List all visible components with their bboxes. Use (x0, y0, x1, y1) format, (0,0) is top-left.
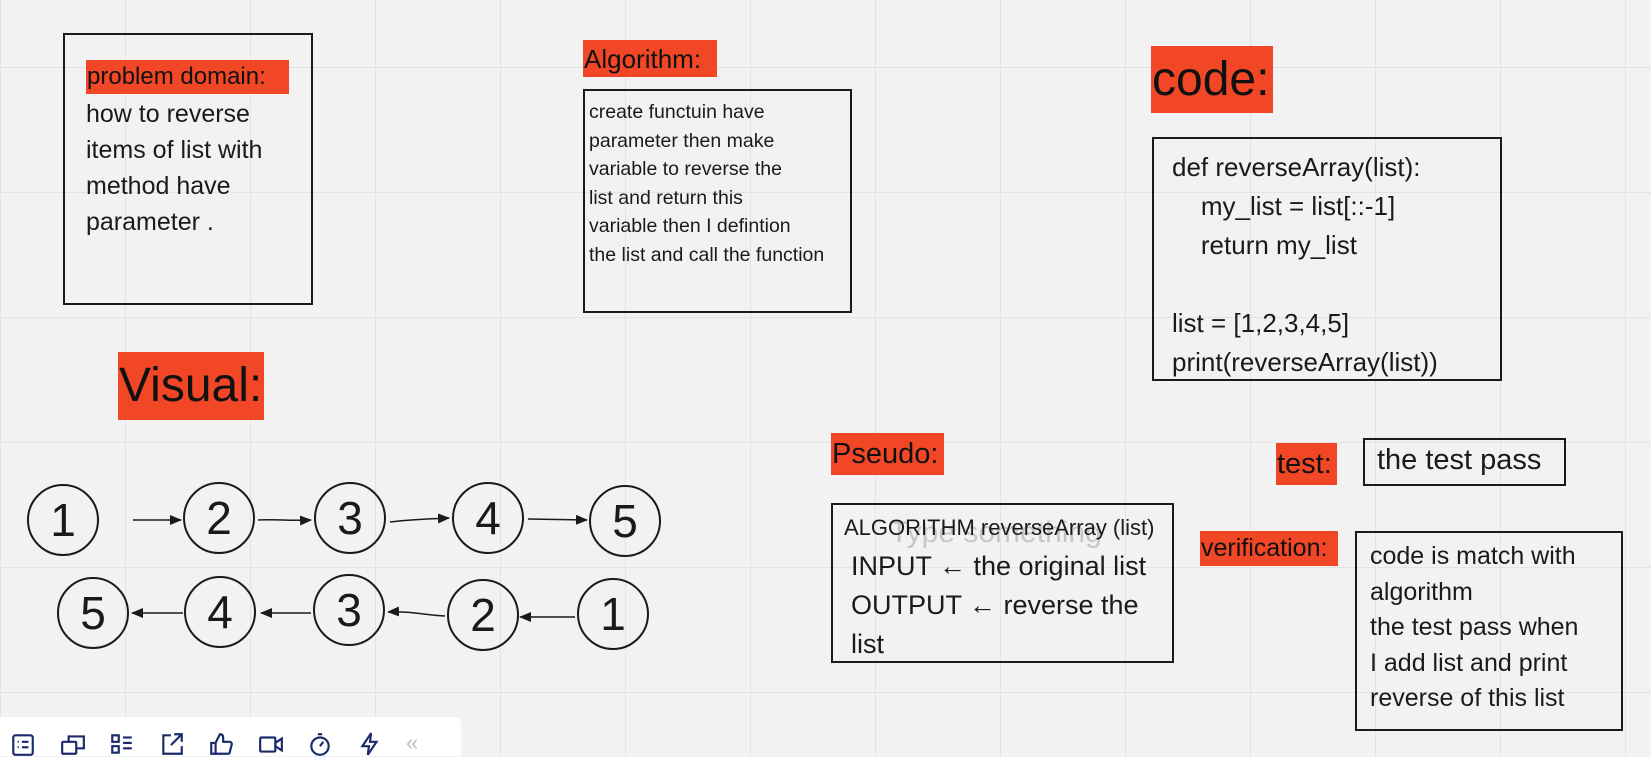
node-top-5[interactable]: 5 (589, 485, 661, 557)
algorithm-frame[interactable] (583, 89, 852, 313)
frames-icon[interactable] (60, 731, 86, 757)
node-bottom-1[interactable]: 1 (577, 578, 649, 650)
pseudo-label[interactable]: Pseudo: (831, 433, 944, 475)
collapse-toolbar-icon[interactable]: « (406, 729, 419, 755)
code-text[interactable]: def reverseArray(list): my_list = list[:… (1172, 152, 1438, 377)
problem-domain-frame[interactable] (63, 33, 313, 305)
video-icon[interactable] (258, 731, 284, 757)
pseudo-header[interactable]: ALGORITHM reverseArray (list) (844, 515, 1155, 540)
arrow-4-5 (527, 514, 588, 525)
node-top-3[interactable]: 3 (314, 482, 386, 554)
node-bottom-3[interactable]: 3 (313, 574, 385, 646)
node-bottom-5[interactable]: 5 (57, 577, 129, 649)
arrow-3-4 (389, 513, 450, 524)
visual-label[interactable]: Visual: (118, 352, 264, 420)
verification-text[interactable]: code is match with algorithm the test pa… (1370, 542, 1579, 712)
code-frame[interactable] (1152, 137, 1502, 381)
node-top-4[interactable]: 4 (452, 482, 524, 554)
verification-frame[interactable] (1355, 531, 1623, 731)
pseudo-text[interactable]: INPUT ← the original list OUTPUT ← rever… (851, 551, 1147, 659)
problem-domain-label[interactable]: problem domain: (86, 60, 289, 94)
code-label[interactable]: code: (1151, 46, 1273, 113)
arrow-b2-b3 (387, 606, 446, 617)
algorithm-text[interactable]: create functuin have parameter then make… (589, 101, 825, 266)
kanban-icon[interactable] (109, 731, 135, 757)
algorithm-label[interactable]: Algorithm: (583, 40, 717, 77)
arrow-2-3 (257, 515, 312, 526)
node-bottom-4[interactable]: 4 (184, 576, 256, 648)
node-bottom-2[interactable]: 2 (447, 579, 519, 651)
timer-icon[interactable] (307, 731, 333, 757)
pseudo-placeholder-ghost: Type something (890, 516, 1102, 549)
share-out-icon[interactable] (159, 731, 185, 757)
test-frame[interactable] (1363, 438, 1566, 486)
bottom-toolbar: « (0, 717, 461, 756)
node-top-1[interactable]: 1 (27, 484, 99, 556)
card-list-icon[interactable] (10, 731, 36, 757)
problem-domain-text[interactable]: how to reverse items of list with method… (86, 100, 263, 236)
visual-arrows (131, 513, 588, 622)
verification-label[interactable]: verification: (1200, 531, 1338, 566)
pseudo-frame[interactable] (831, 503, 1174, 663)
test-label[interactable]: test: (1276, 443, 1337, 485)
node-top-2[interactable]: 2 (183, 482, 255, 554)
thumbs-up-icon[interactable] (208, 731, 234, 757)
lightning-icon[interactable] (357, 731, 383, 757)
test-text[interactable]: the test pass (1377, 444, 1542, 476)
